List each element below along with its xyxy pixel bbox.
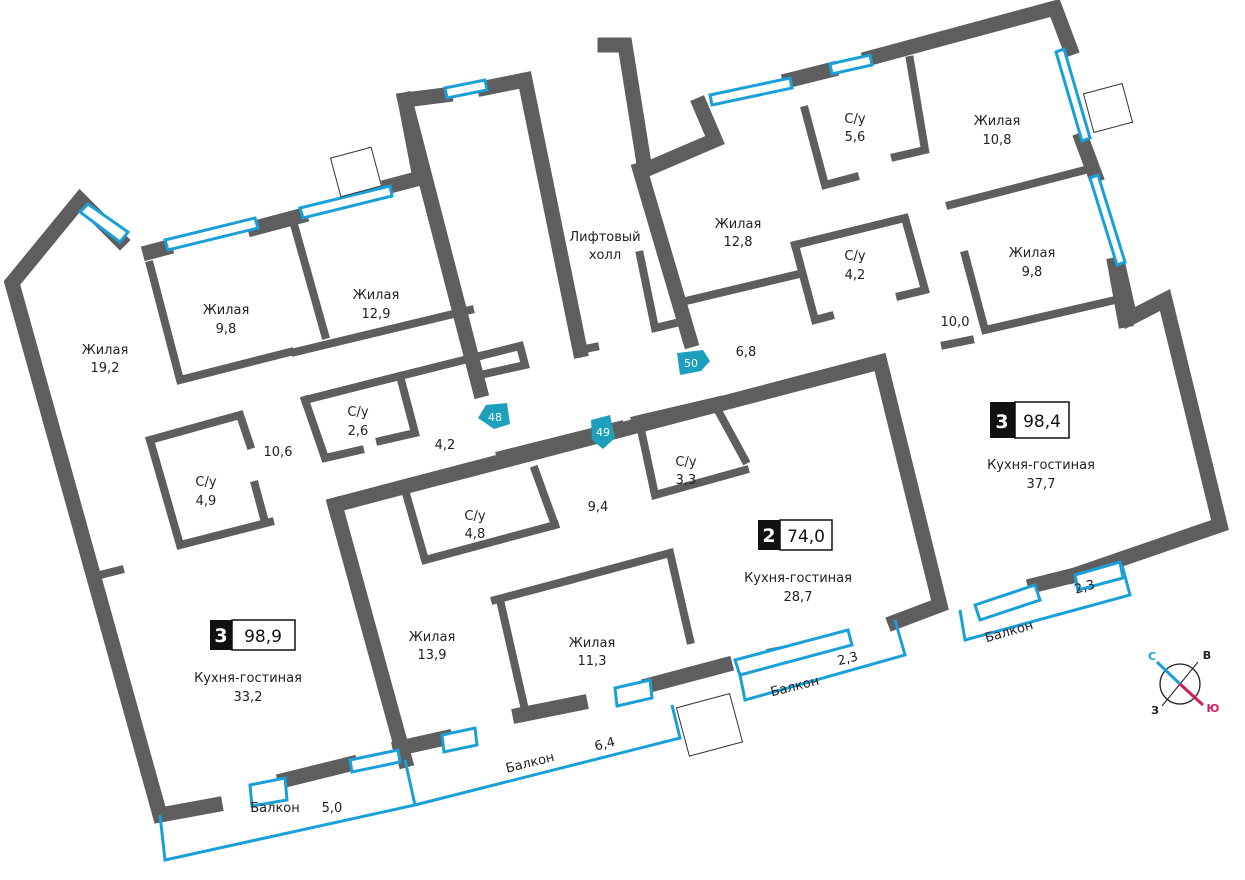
room-name: Кухня-гостиная	[194, 671, 302, 686]
door-marker-50[interactable]: 50	[677, 350, 710, 375]
balcony-area: 6,4	[593, 735, 617, 755]
room-name: С/у	[675, 455, 696, 470]
balcony-outlines	[158, 82, 1134, 862]
room-name: Жилая	[1009, 246, 1056, 261]
balcony-name: Балкон	[983, 618, 1035, 646]
room-area: 6,8	[736, 345, 757, 360]
compass-north: С	[1148, 650, 1156, 663]
room-labels: Жилая 19,2 Жилая 9,8 Жилая 12,9 С/у 2,6 …	[82, 112, 1095, 705]
svg-text:49: 49	[596, 426, 610, 439]
compass-east: В	[1203, 649, 1211, 662]
apartment-area: 98,4	[1023, 412, 1061, 432]
room-name: Кухня-гостиная	[744, 571, 852, 586]
compass-north-needle	[1155, 660, 1182, 686]
room-area: 5,6	[845, 130, 866, 145]
room-area: 10,8	[983, 133, 1012, 148]
room-area: 4,9	[196, 494, 217, 509]
door-marker-49[interactable]: 49	[591, 415, 615, 449]
room-name: Жилая	[715, 217, 762, 232]
apartment-area: 74,0	[787, 527, 825, 547]
room-area: 28,7	[784, 590, 813, 605]
room-area: 10,0	[941, 315, 970, 330]
apartment-badge[interactable]: 3 98,4	[990, 401, 1070, 439]
balcony-name: Балкон	[250, 801, 300, 816]
svg-text:48: 48	[488, 411, 502, 424]
room-name: С/у	[844, 112, 865, 127]
room-name: С/у	[195, 475, 216, 490]
room-area: 13,9	[418, 648, 447, 663]
svg-text:50: 50	[684, 357, 698, 370]
room-area: 10,6	[264, 445, 293, 460]
balcony-labels: Балкон 6,4 Балкон 5,0 Балкон 2,3 Балкон …	[250, 578, 1097, 816]
room-name: Жилая	[353, 288, 400, 303]
apartment-rooms: 2	[762, 525, 775, 547]
room-area: 33,2	[234, 690, 263, 705]
room-name: Лифтовый	[569, 230, 640, 245]
room-area: 12,8	[724, 235, 753, 250]
room-area: 4,2	[435, 438, 456, 453]
room-name: С/у	[347, 405, 368, 420]
room-name: холл	[589, 248, 621, 263]
apartment-rooms: 3	[214, 625, 227, 647]
room-area: 11,3	[578, 654, 607, 669]
room-area: 2,6	[348, 424, 369, 439]
door-marker-48[interactable]: 48	[478, 403, 510, 429]
compass-south-needle	[1178, 682, 1205, 707]
apartment-area: 98,9	[244, 627, 282, 647]
room-area: 12,9	[362, 307, 391, 322]
room-area: 19,2	[91, 361, 120, 376]
apartment-badge[interactable]: 3 98,9	[210, 619, 296, 651]
room-name: Жилая	[569, 636, 616, 651]
compass-west: З	[1151, 704, 1159, 717]
balcony-area: 5,0	[322, 801, 343, 816]
interior-walls	[95, 55, 1120, 715]
room-name: Кухня-гостиная	[987, 458, 1095, 473]
room-area: 9,4	[588, 500, 609, 515]
room-name: Жилая	[974, 114, 1021, 129]
windows	[77, 47, 1127, 808]
room-name: С/у	[844, 249, 865, 264]
room-area: 4,8	[465, 527, 486, 542]
balcony-area: 2,3	[836, 650, 860, 670]
room-name: Жилая	[409, 630, 456, 645]
apartment-badge[interactable]: 2 74,0	[758, 519, 833, 551]
balcony-name: Балкон	[769, 674, 821, 701]
room-area: 37,7	[1027, 477, 1056, 492]
compass-south: Ю	[1207, 702, 1220, 715]
room-area: 9,8	[1022, 265, 1043, 280]
room-area: 9,8	[216, 322, 237, 337]
balcony-area: 2,3	[1073, 578, 1097, 598]
walls	[3, 0, 1229, 824]
room-area: 4,2	[845, 268, 866, 283]
room-name: Жилая	[82, 343, 129, 358]
compass: С В Ю З	[1148, 649, 1220, 717]
apartment-rooms: 3	[995, 411, 1008, 433]
room-name: Жилая	[203, 303, 250, 318]
room-area: 3,3	[676, 473, 697, 488]
room-name: С/у	[464, 509, 485, 524]
